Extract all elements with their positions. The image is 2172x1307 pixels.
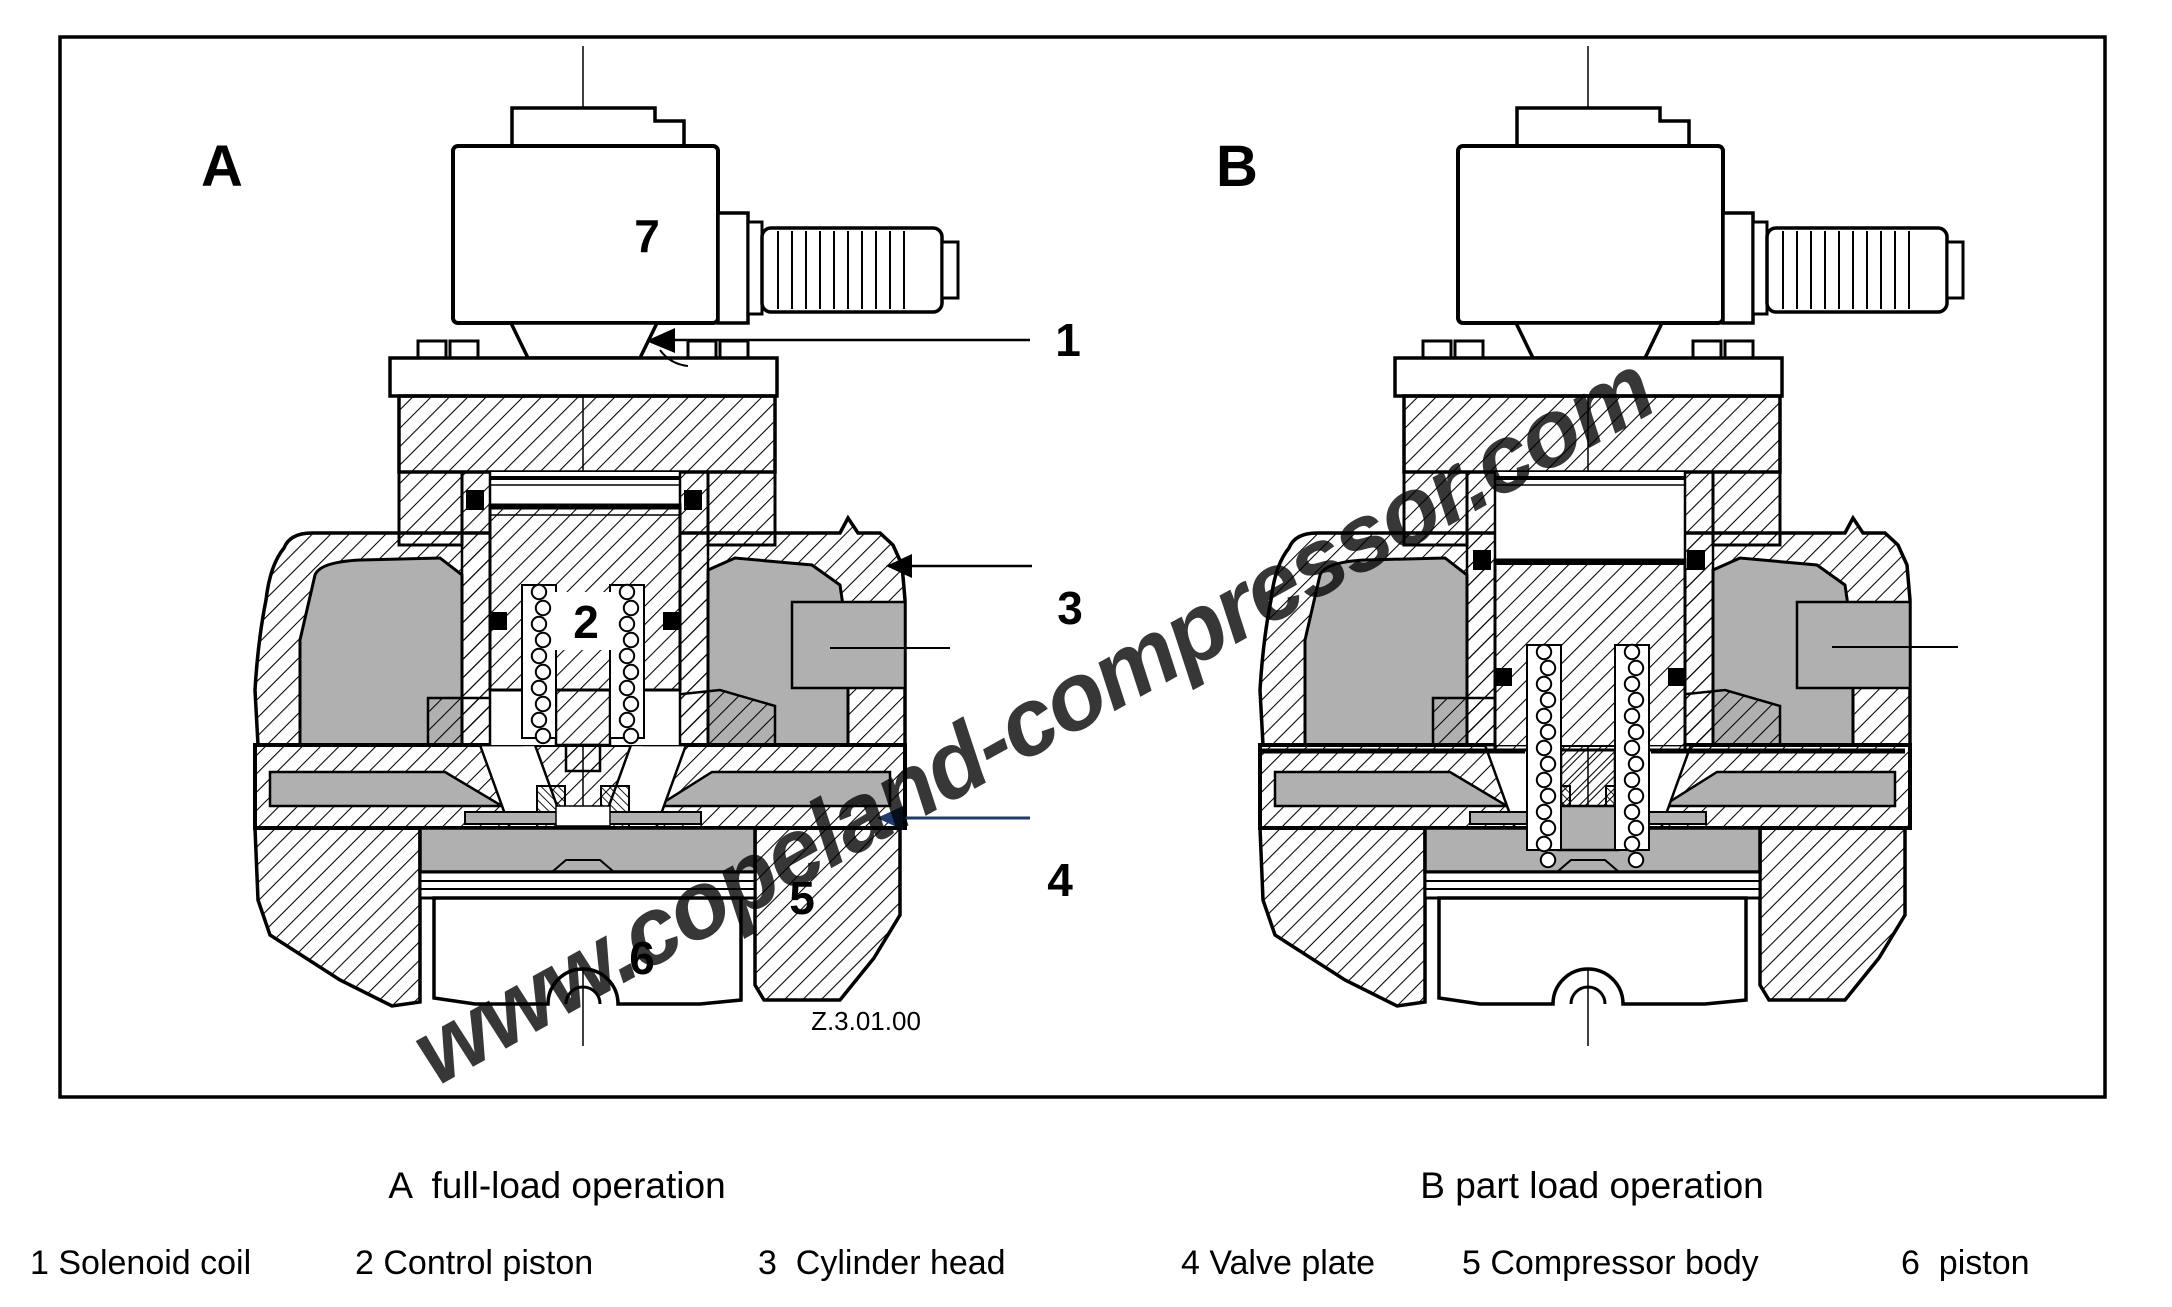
piston-seal — [1495, 668, 1512, 686]
part-label-3: 3 — [1057, 582, 1083, 634]
leader-1 — [646, 328, 1030, 367]
piston-seal — [663, 612, 680, 630]
part-label-7: 7 — [634, 210, 660, 262]
legend: 1 Solenoid coil 2 Control piston 3 Cylin… — [30, 1244, 2030, 1282]
legend-item-1: 1 Solenoid coil — [30, 1244, 251, 1282]
piston-seal — [1473, 550, 1491, 570]
piston-seal — [466, 490, 484, 510]
control-piston-b — [1473, 550, 1705, 869]
legend-item-6: 6 piston — [1901, 1244, 2030, 1282]
plunger-tip — [1556, 804, 1620, 852]
part-label-1: 1 — [1055, 314, 1081, 366]
leader-3 — [886, 554, 1032, 578]
caption-a: A full-load operation — [388, 1165, 725, 1206]
caption-b: B part load operation — [1420, 1165, 1764, 1206]
leader-4 — [877, 806, 1030, 830]
control-piston-a — [466, 490, 702, 773]
section-label-b: B — [1216, 134, 1258, 199]
piston-seal — [1687, 550, 1705, 570]
part-label-4: 4 — [1047, 854, 1073, 906]
part-label-6: 6 — [629, 932, 655, 984]
piston-seal — [490, 612, 507, 630]
section-label-a: A — [201, 134, 243, 199]
diagram-b: B — [1216, 46, 1965, 1046]
legend-item-2: 2 Control piston — [355, 1244, 593, 1282]
diagram-a: A 7 1 2 3 4 5 6 Z.3.01.00 — [201, 46, 1083, 1046]
legend-item-3: 3 Cylinder head — [758, 1244, 1006, 1282]
piston-seal — [684, 490, 702, 510]
open-port — [555, 805, 611, 827]
part-label-2: 2 — [573, 596, 599, 648]
legend-item-4: 4 Valve plate — [1181, 1244, 1375, 1282]
legend-item-5: 5 Compressor body — [1462, 1244, 1759, 1282]
drawing-number: Z.3.01.00 — [811, 1006, 921, 1036]
piston-seal — [1668, 668, 1685, 686]
part-label-5: 5 — [789, 872, 815, 924]
